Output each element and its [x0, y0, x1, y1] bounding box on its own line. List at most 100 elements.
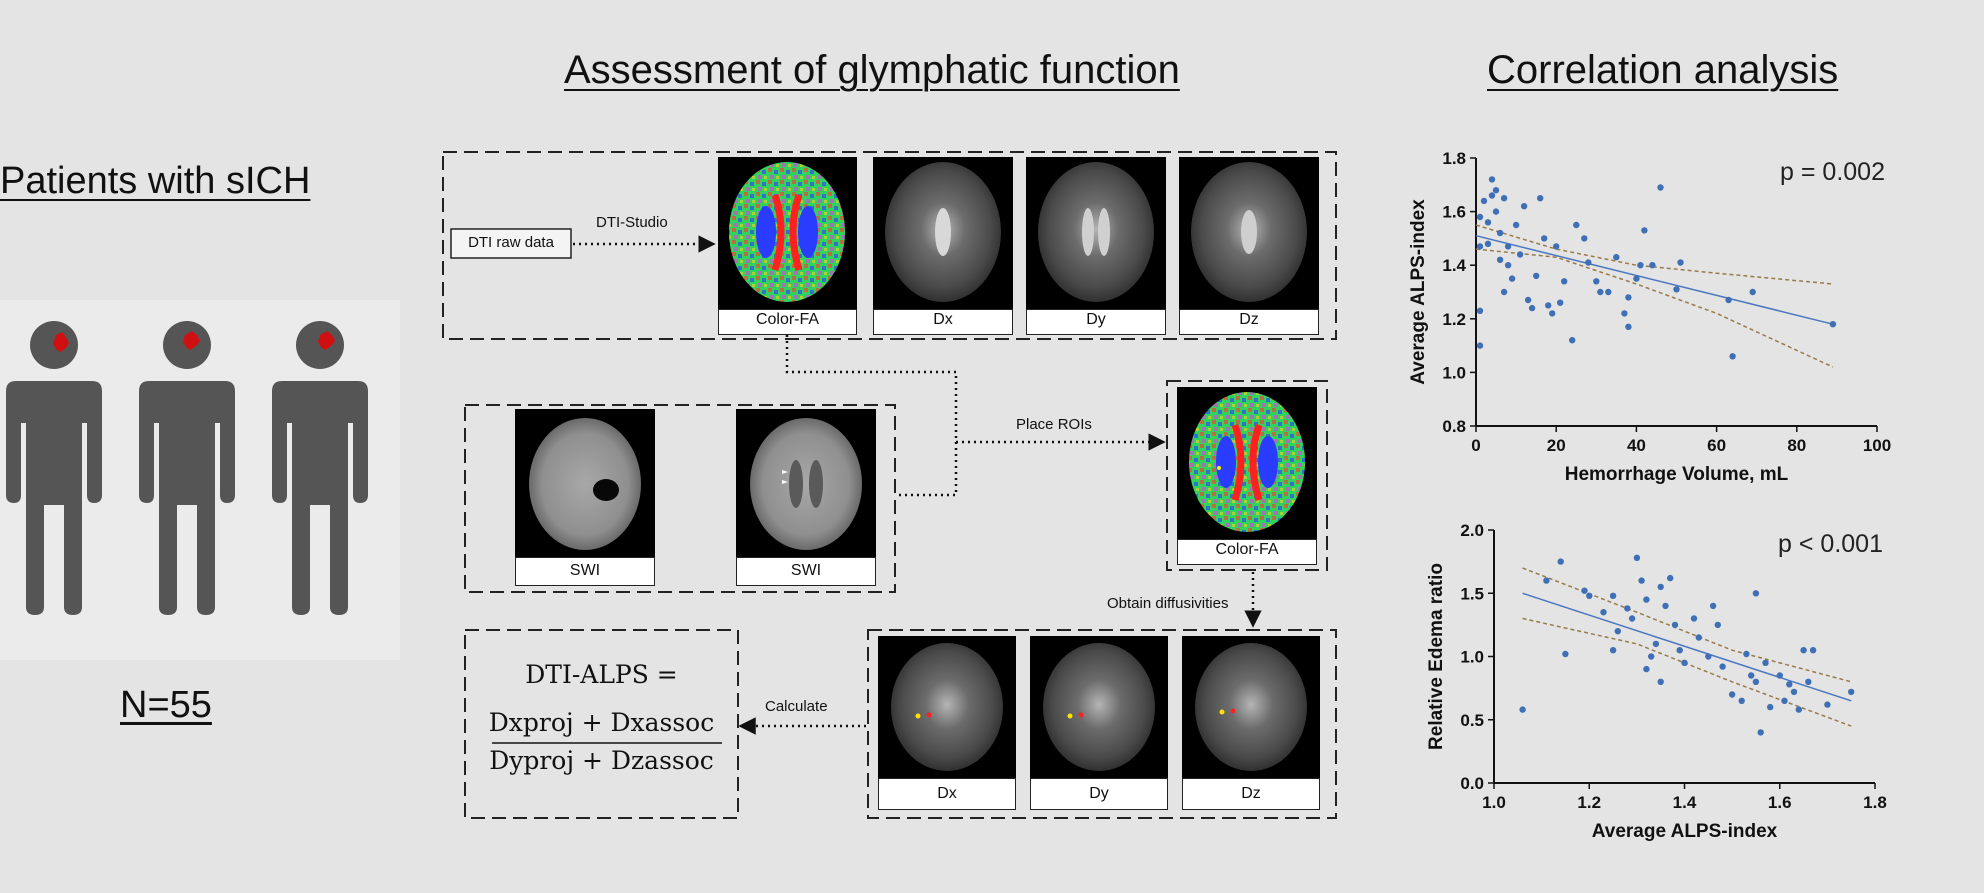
data-point — [1625, 323, 1632, 330]
y-tick-label: 1.0 — [1442, 363, 1466, 382]
data-point — [1581, 587, 1588, 594]
data-point — [1600, 609, 1607, 616]
p-value-annotation: p < 0.001 — [1778, 530, 1883, 558]
data-point — [1624, 605, 1631, 612]
x-axis-label: Average ALPS-index — [1592, 821, 1778, 842]
diffusivity-group-box — [867, 629, 1337, 819]
data-point — [1677, 259, 1684, 266]
data-point — [1657, 583, 1664, 591]
data-point — [1625, 294, 1632, 301]
formula-numerator: Dxproj + Dxassoc — [488, 708, 715, 737]
data-point — [1649, 262, 1656, 269]
data-point — [1614, 628, 1622, 635]
data-point — [1488, 192, 1496, 199]
data-point — [1476, 213, 1484, 221]
regression-line — [1475, 234, 1834, 325]
data-point — [1641, 227, 1648, 234]
x-tick-label: 1.4 — [1673, 793, 1697, 812]
y-axis-label: Relative Edema ratio — [1426, 563, 1447, 750]
formula-denominator: Dyproj + Dzassoc — [489, 746, 714, 775]
data-point — [1695, 634, 1703, 641]
data-point — [1824, 701, 1831, 708]
data-point — [1553, 243, 1560, 250]
y-tick-label: 1.2 — [1442, 310, 1466, 329]
data-point — [1597, 288, 1604, 296]
data-point — [1795, 706, 1803, 713]
data-point — [1484, 240, 1492, 247]
data-point — [1541, 235, 1548, 242]
data-point — [1557, 299, 1564, 306]
data-point — [1593, 278, 1600, 285]
title-patients: Patients with sICH — [0, 160, 311, 202]
data-point — [1705, 653, 1712, 660]
x-tick-label: 1.6 — [1768, 793, 1792, 812]
swi-image-2 — [736, 409, 876, 557]
y-tick-label: 1.8 — [1442, 149, 1466, 168]
caption-dy-roi: Dy — [1030, 778, 1168, 810]
dx-roi-image — [878, 636, 1016, 778]
data-point — [1657, 678, 1664, 685]
data-point — [1533, 272, 1540, 280]
title-assessment: Assessment of glymphatic function — [564, 48, 1180, 92]
data-point — [1516, 251, 1524, 258]
data-point — [1637, 262, 1644, 269]
data-point — [1725, 296, 1732, 304]
data-point — [1562, 650, 1569, 658]
dy-map-image — [1026, 157, 1166, 309]
data-point — [1569, 337, 1576, 344]
data-point — [1628, 615, 1636, 622]
data-point — [1749, 288, 1756, 296]
data-point — [1557, 558, 1564, 565]
data-point — [1681, 659, 1688, 666]
data-point — [1709, 602, 1717, 610]
data-point — [1676, 647, 1683, 654]
y-tick-label: 1.0 — [1460, 648, 1484, 667]
data-point — [1508, 275, 1516, 282]
regression-line — [1522, 592, 1852, 702]
ci-upper-line — [1475, 224, 1833, 285]
data-point — [1652, 640, 1660, 648]
hemorrhage-lesion — [53, 332, 69, 352]
y-tick-label: 0.8 — [1442, 417, 1466, 436]
caption-dz: Dz — [1179, 309, 1319, 335]
dz-map-image — [1179, 157, 1319, 309]
data-point — [1638, 577, 1645, 584]
dti-raw-data-label: DTI raw data — [468, 234, 554, 251]
data-point — [1561, 278, 1568, 285]
data-point — [1671, 621, 1679, 629]
data-point — [1757, 729, 1764, 736]
y-tick-label: 1.4 — [1442, 256, 1466, 275]
data-point — [1545, 302, 1552, 309]
x-tick-label: 100 — [1863, 436, 1891, 455]
data-point — [1776, 672, 1784, 679]
data-point — [1520, 203, 1528, 210]
caption-swi-2: SWI — [736, 557, 876, 586]
roi-color-fa-image — [1177, 387, 1317, 539]
data-point — [1480, 197, 1488, 205]
obtain-diffusivities-label: Obtain diffusivities — [1107, 595, 1229, 612]
data-point — [1543, 577, 1550, 584]
data-point — [1476, 342, 1484, 349]
data-point — [1790, 688, 1798, 696]
data-point — [1581, 235, 1588, 242]
data-point — [1492, 187, 1500, 194]
data-point — [1633, 275, 1640, 282]
data-point — [1496, 256, 1504, 263]
data-point — [1662, 602, 1669, 610]
data-point — [1496, 229, 1504, 237]
x-tick-label: 20 — [1547, 436, 1566, 455]
color-fa-image — [718, 157, 857, 309]
x-tick-label: 1.2 — [1577, 793, 1601, 812]
y-tick-label: 2.0 — [1460, 521, 1484, 540]
dx-map-image — [873, 157, 1013, 309]
caption-color-fa: Color-FA — [718, 309, 857, 335]
data-point — [1605, 288, 1612, 296]
x-tick-label: 1.0 — [1482, 793, 1506, 812]
x-tick-label: 1.8 — [1863, 793, 1887, 812]
data-point — [1573, 221, 1580, 229]
data-point — [1781, 697, 1788, 704]
calculate-label: Calculate — [765, 698, 828, 715]
y-tick-label: 0.0 — [1460, 774, 1484, 793]
